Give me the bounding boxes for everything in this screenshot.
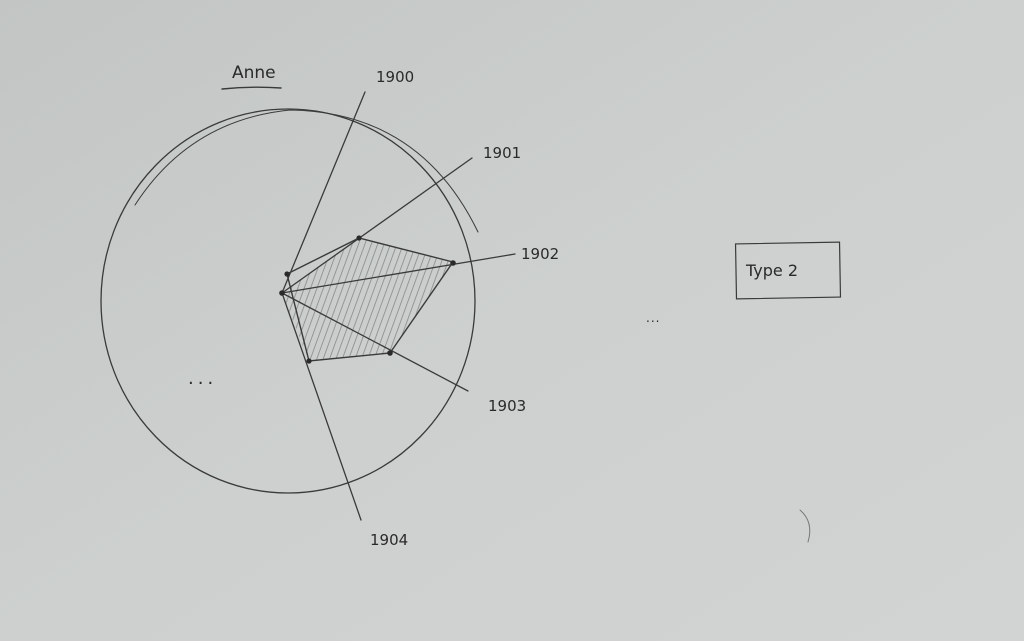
axis-label-1902: 1902 xyxy=(521,245,559,263)
circle-retrace xyxy=(134,109,479,233)
type-box-label: Type 2 xyxy=(745,261,798,280)
data-polygon-outline xyxy=(286,237,455,362)
axis-label-1903: 1903 xyxy=(488,397,526,415)
stray-mark xyxy=(799,509,811,543)
point-1902 xyxy=(450,260,456,266)
axis-line-1903 xyxy=(281,292,469,392)
axis-label-1904: 1904 xyxy=(370,531,408,549)
axis-line-1900 xyxy=(281,91,366,294)
radar-circle xyxy=(100,108,476,494)
type-box xyxy=(734,241,842,300)
point-1903 xyxy=(387,350,393,356)
axis-label-1900: 1900 xyxy=(376,68,414,86)
axis-line-1902 xyxy=(281,253,516,294)
axis-line-1901 xyxy=(281,157,473,294)
axis-line-1904 xyxy=(281,292,362,521)
data-polygon xyxy=(282,238,453,361)
point-1901 xyxy=(356,235,362,241)
axis-label-1901: 1901 xyxy=(483,144,521,162)
point-1904 xyxy=(306,358,312,364)
title-underline xyxy=(221,86,282,90)
point-1900 xyxy=(284,271,290,277)
ellipsis-between: ... xyxy=(646,311,660,325)
diagram-title: Anne xyxy=(232,63,276,83)
center-point xyxy=(279,290,285,296)
ellipsis-inside-circle: ... xyxy=(188,368,217,389)
